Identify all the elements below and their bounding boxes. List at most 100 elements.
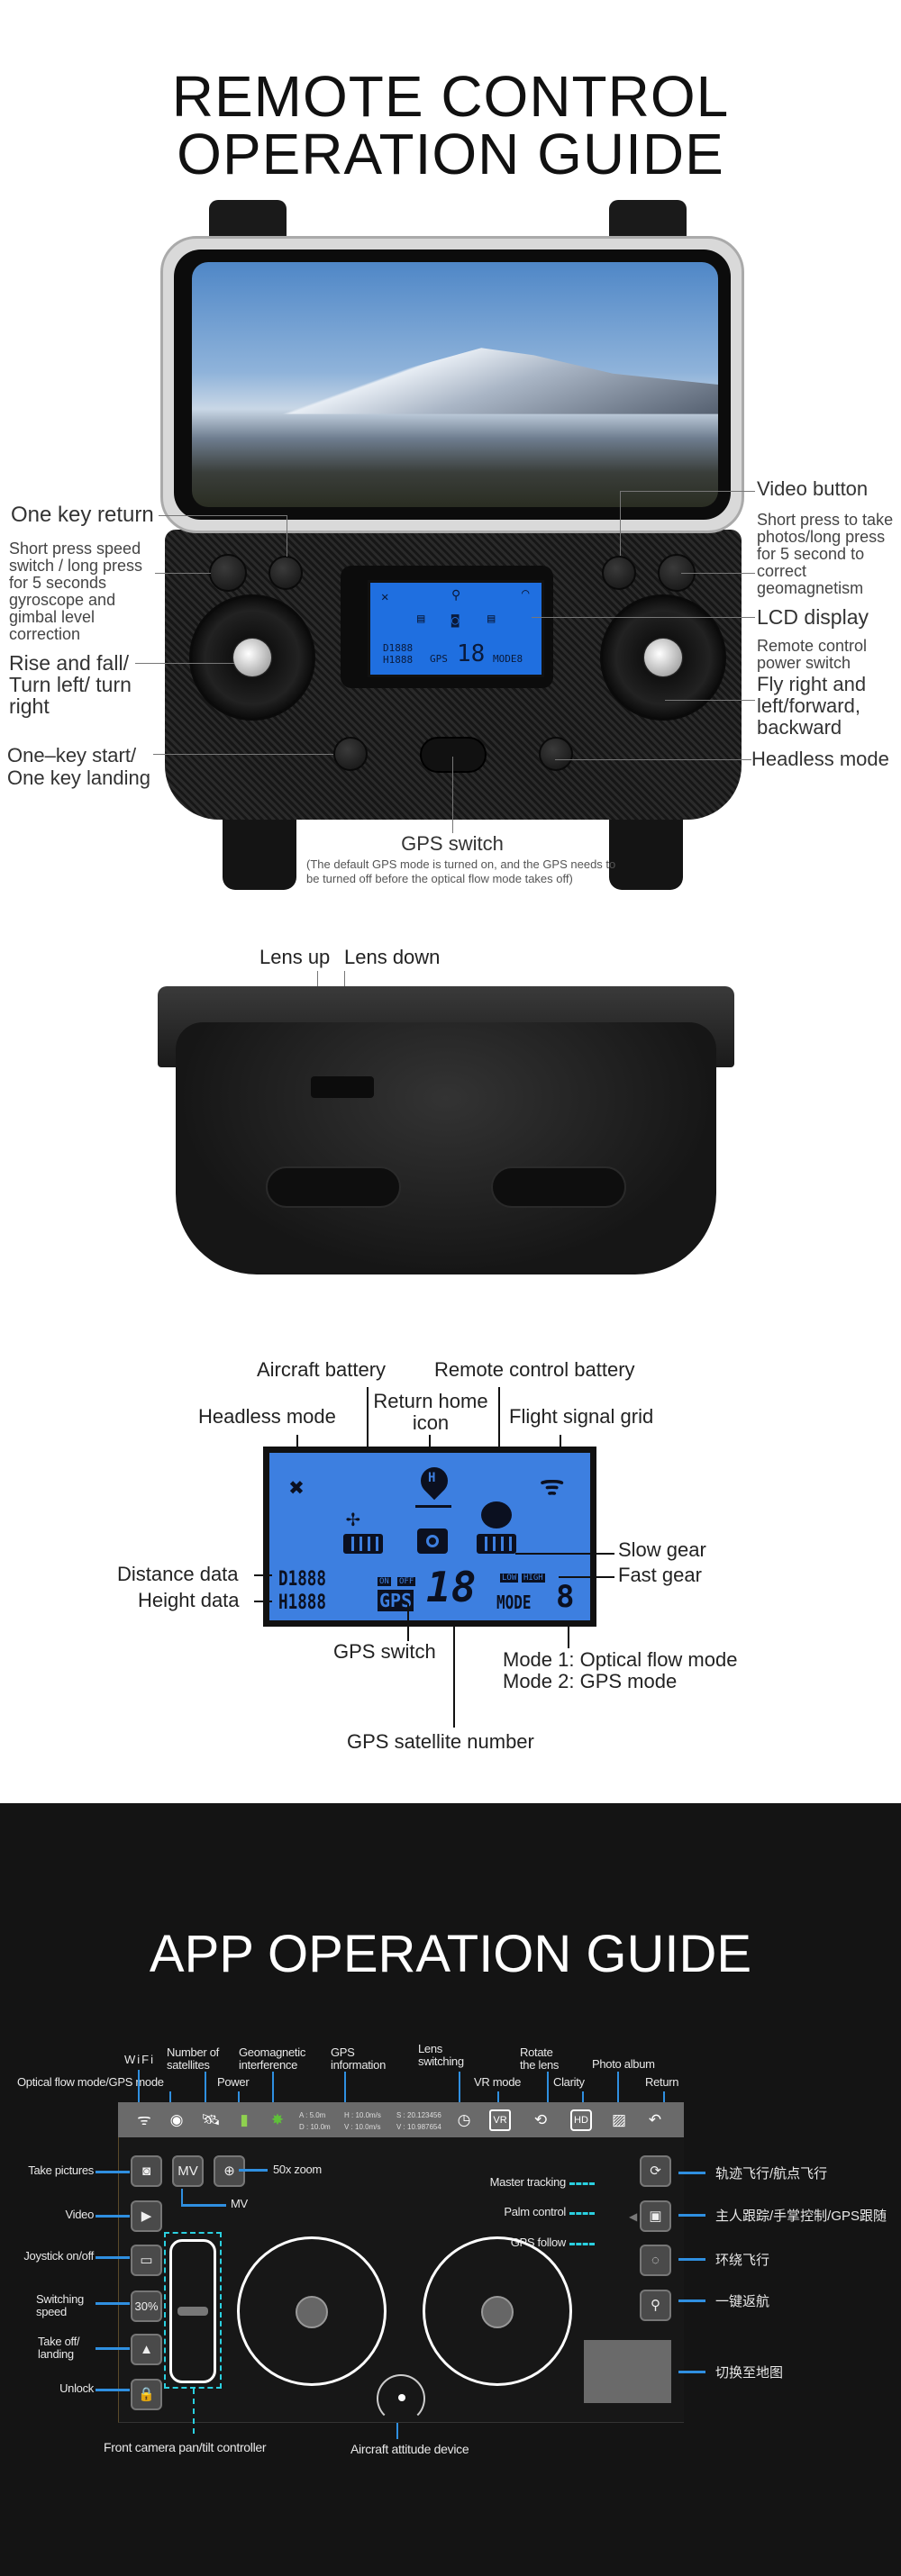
- vr-mode-icon[interactable]: VR: [489, 2109, 511, 2131]
- aircraft-icon: ✢: [346, 1505, 360, 1532]
- video-button[interactable]: [602, 556, 636, 590]
- rotate-lens-icon[interactable]: ⟲: [533, 2111, 548, 2128]
- geomagnetic-icon: ✸: [270, 2111, 285, 2128]
- left-virtual-joystick[interactable]: [237, 2236, 387, 2386]
- gps-mode-icon[interactable]: ◉: [169, 2111, 184, 2128]
- label-joystick: Joystick on/off: [23, 2249, 94, 2263]
- satellite-count: 18: [426, 1563, 477, 1611]
- slider-handle[interactable]: [177, 2307, 208, 2316]
- trajectory-flight-button[interactable]: ⟳: [640, 2155, 671, 2187]
- mode-value: 8: [556, 1579, 575, 1615]
- label-fly-right: Fly right and left/forward, backward: [757, 673, 867, 739]
- unlock-button[interactable]: 🔒: [131, 2379, 162, 2410]
- label-rotate-lens: Rotate the lens: [520, 2045, 560, 2072]
- label-zoom: 50x zoom: [273, 2163, 322, 2176]
- label-aircraft-battery: Aircraft battery: [257, 1358, 387, 1381]
- right-joystick[interactable]: [600, 594, 726, 721]
- takeoff-landing-button[interactable]: ▲: [131, 2334, 162, 2365]
- speed-switch-button[interactable]: [209, 554, 247, 592]
- label-distance-data: Distance data: [117, 1563, 239, 1585]
- label-lens-up: Lens up: [259, 946, 331, 968]
- label-slow-gear: Slow gear: [618, 1538, 706, 1561]
- headless-icon: ✖: [289, 1473, 305, 1502]
- camera-tilt-slider[interactable]: [169, 2239, 216, 2383]
- label-take-off: Take off/ landing: [38, 2335, 80, 2361]
- label-remote-battery: Remote control battery: [434, 1358, 635, 1381]
- label-attitude: Aircraft attitude device: [350, 2442, 469, 2456]
- orbit-flight-button[interactable]: ◌: [640, 2245, 671, 2276]
- one-key-start-button[interactable]: [333, 737, 368, 771]
- telemetry-longitude: V : 10.987654: [396, 2123, 441, 2131]
- telemetry-h-speed: H : 10.0m/s: [344, 2111, 381, 2119]
- page-title-line2: OPERATION GUIDE: [177, 122, 724, 186]
- fast-gear-indicator: HIGH: [522, 1574, 545, 1583]
- label-lcd-display: LCD display: [757, 605, 869, 629]
- video-button[interactable]: ▶: [131, 2200, 162, 2232]
- label-master-tracking: Master tracking: [489, 2175, 567, 2189]
- telemetry-altitude: A : 5.0m: [299, 2111, 326, 2119]
- telemetry-distance: D : 10.0m: [299, 2123, 331, 2131]
- app-status-bar: [118, 2102, 684, 2137]
- remote-battery-icon: [477, 1534, 516, 1554]
- map-switch-thumbnail[interactable]: [584, 2340, 671, 2403]
- take-picture-button[interactable]: ◙: [131, 2155, 162, 2187]
- label-geomagnetic: Geomagnetic interference: [239, 2045, 306, 2072]
- headless-icon: ✕: [381, 590, 389, 604]
- signal-icon: ◠: [522, 586, 530, 601]
- label-gps-switch: GPS switch: [333, 1640, 436, 1663]
- joystick-toggle-button[interactable]: ▭: [131, 2245, 162, 2276]
- label-video-button: Video button: [757, 477, 869, 500]
- slow-gear-indicator: LOW: [500, 1574, 519, 1583]
- photo-album-icon[interactable]: ▨: [611, 2111, 627, 2128]
- follow-mode-button[interactable]: ▣: [640, 2200, 671, 2232]
- height-data: H1888: [278, 1592, 326, 1614]
- return-icon[interactable]: ↶: [648, 2111, 662, 2128]
- headless-mode-button[interactable]: [539, 737, 573, 771]
- lens-switch-icon[interactable]: ◷: [457, 2111, 471, 2128]
- label-optical-gps: Optical flow mode/GPS mode: [17, 2075, 164, 2089]
- label-gps-switch: GPS switch: [401, 832, 504, 855]
- lens-tilt-buttons[interactable]: [311, 1076, 374, 1098]
- distance-readout: D1888: [383, 642, 414, 654]
- label-trajectory: 轨迹飞行/航点飞行: [715, 2166, 828, 2181]
- gps-switch[interactable]: [420, 737, 487, 773]
- page-title: REMOTE CONTROL: [171, 64, 730, 129]
- mv-button[interactable]: MV: [172, 2155, 204, 2187]
- phone: [160, 236, 744, 533]
- label-headless-mode: Headless mode: [198, 1405, 336, 1428]
- label-gps-follow: GPS follow: [510, 2236, 567, 2249]
- remote-robot-icon: [481, 1501, 512, 1528]
- label-take-pictures: Take pictures: [28, 2163, 94, 2177]
- telemetry-latitude: S : 20.123456: [396, 2111, 441, 2119]
- label-orbit: 环绕飞行: [715, 2253, 770, 2268]
- right-virtual-joystick[interactable]: [423, 2236, 572, 2386]
- label-headless-mode: Headless mode: [751, 748, 889, 770]
- label-mv: MV: [231, 2197, 248, 2210]
- one-key-return-button[interactable]: [268, 556, 303, 590]
- label-gps-satellite-number: GPS satellite number: [347, 1730, 534, 1753]
- camera-icon: ◙: [451, 613, 460, 628]
- label-power-switch: Remote control power switch: [757, 637, 868, 672]
- label-video: Video: [65, 2208, 94, 2221]
- phone-screen-landscape: [192, 262, 718, 507]
- expand-arrow-icon[interactable]: ◀: [629, 2210, 638, 2223]
- remote-battery-icon: ▤: [487, 612, 496, 626]
- attitude-indicator: [377, 2374, 425, 2423]
- aircraft-battery-icon: [343, 1534, 383, 1554]
- gps-switch-note: (The default GPS mode is turned on, and …: [306, 857, 616, 885]
- left-joystick[interactable]: [189, 594, 315, 721]
- label-flight-signal: Flight signal grid: [509, 1405, 654, 1428]
- height-readout: H1888: [383, 654, 414, 666]
- camera-tilt-dashed-box: [164, 2232, 222, 2389]
- label-rise-fall: Rise and fall/ Turn left/ turn right: [9, 651, 132, 718]
- one-key-return-button[interactable]: ⚲: [640, 2290, 671, 2321]
- drone-bottom-view: [158, 986, 734, 1274]
- label-return: Return: [645, 2075, 679, 2089]
- label-one-key-start: One–key start/ One key landing: [7, 744, 150, 789]
- label-map-switch: 切换至地图: [715, 2365, 784, 2381]
- mode-readout: MODE8: [493, 653, 523, 665]
- clarity-hd-icon[interactable]: HD: [570, 2109, 592, 2131]
- label-mode2: Mode 2: GPS mode: [503, 1670, 678, 1692]
- speed-button[interactable]: 30%: [131, 2290, 162, 2322]
